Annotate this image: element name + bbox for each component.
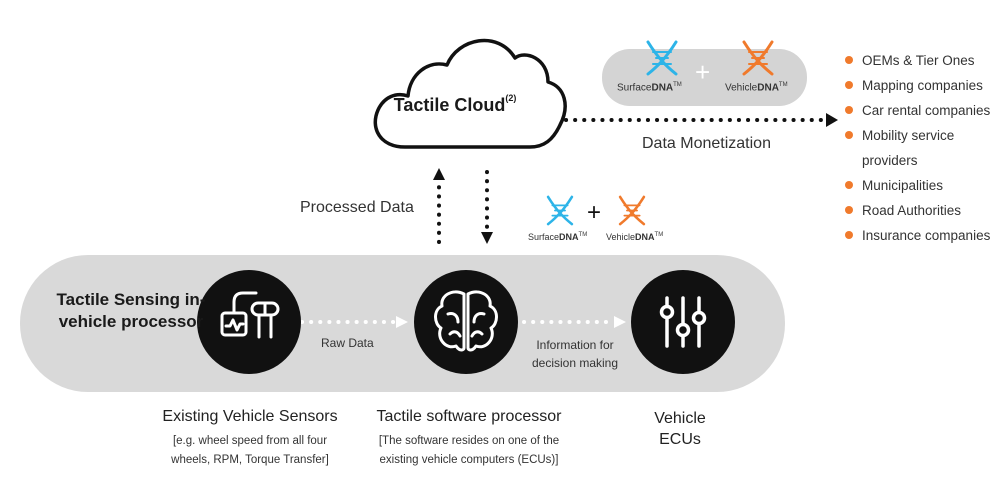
ecu-caption: Vehicle ECUs: [620, 408, 740, 450]
surface-dna-icon-mid: [546, 195, 574, 226]
data-monetization-arrowhead: [826, 113, 838, 127]
bullet-dot-icon: [845, 81, 853, 89]
sensor-caption: Existing Vehicle Sensors [e.g. wheel spe…: [137, 408, 363, 470]
vehicle-dna-icon-top: [742, 40, 774, 76]
processor-note-line1: [The software resides on one of the: [378, 435, 560, 447]
information-label: Information for decision making: [520, 336, 630, 372]
bullet-dot-icon: [845, 206, 853, 214]
list-item: Insurance companies: [845, 223, 990, 248]
plus-sign-mid: +: [587, 199, 602, 226]
list-item-continuation: providers: [862, 153, 918, 168]
list-item: Municipalities: [845, 173, 990, 198]
sliders-icon: [659, 296, 707, 348]
sensor-node: [197, 270, 301, 374]
raw-data-arrowhead: [396, 316, 408, 328]
ecu-title-line1: Vehicle: [654, 410, 706, 427]
surface-dna-label-top: SurfaceDNATM: [617, 82, 682, 94]
information-label-line2: decision making: [531, 356, 619, 370]
processor-title: Tactile software processor: [376, 408, 562, 425]
list-item: Car rental companies: [845, 98, 990, 123]
information-arrowhead: [614, 316, 626, 328]
processor-node: [414, 270, 518, 374]
sensor-note-line1: [e.g. wheel speed from all four: [172, 435, 328, 447]
list-item: Mobility service: [845, 123, 990, 148]
data-monetization-label: Data Monetization: [642, 135, 771, 152]
processed-data-label: Processed Data: [300, 199, 414, 216]
bullet-dot-icon: [845, 231, 853, 239]
vehicle-dna-label-mid: VehicleDNATM: [606, 232, 664, 242]
processor-caption: Tactile software processor [The software…: [356, 408, 582, 470]
brain-icon: [434, 290, 498, 352]
cloud-title: Tactile Cloud(2): [393, 93, 517, 115]
information-label-line1: Information for: [536, 338, 614, 352]
processor-note-line2: existing vehicle computers (ECUs)]: [379, 454, 559, 466]
cloud-shape: [373, 38, 567, 149]
vehicle-dna-icon-mid: [618, 195, 646, 226]
bullet-dot-icon: [845, 56, 853, 64]
vehicle-dna-label-top: VehicleDNATM: [725, 82, 788, 94]
in-vehicle-processor-title: Tactile Sensing in-vehicle processor: [56, 290, 206, 331]
bullet-dot-icon: [845, 106, 853, 114]
processed-data-arrowhead: [433, 168, 445, 180]
customer-list: OEMs & Tier Ones Mapping companies Car r…: [845, 48, 990, 248]
list-item: Road Authorities: [845, 198, 990, 223]
ecu-title-line2: ECUs: [659, 431, 701, 448]
plus-sign-top: +: [695, 57, 711, 87]
surface-dna-icon-top: [646, 40, 678, 76]
sensor-title: Existing Vehicle Sensors: [162, 408, 338, 425]
raw-to-cloud-arrowhead: [481, 232, 493, 244]
sensor-note-line2: wheels, RPM, Torque Transfer]: [171, 454, 329, 466]
surface-dna-label-mid: SurfaceDNATM: [528, 232, 588, 242]
list-item: OEMs & Tier Ones: [845, 48, 990, 73]
sensor-icon: [220, 291, 280, 339]
bullet-dot-icon: [845, 131, 853, 139]
list-item: Mapping companies: [845, 73, 990, 98]
raw-data-label: Raw Data: [321, 336, 374, 350]
bullet-dot-icon: [845, 181, 853, 189]
